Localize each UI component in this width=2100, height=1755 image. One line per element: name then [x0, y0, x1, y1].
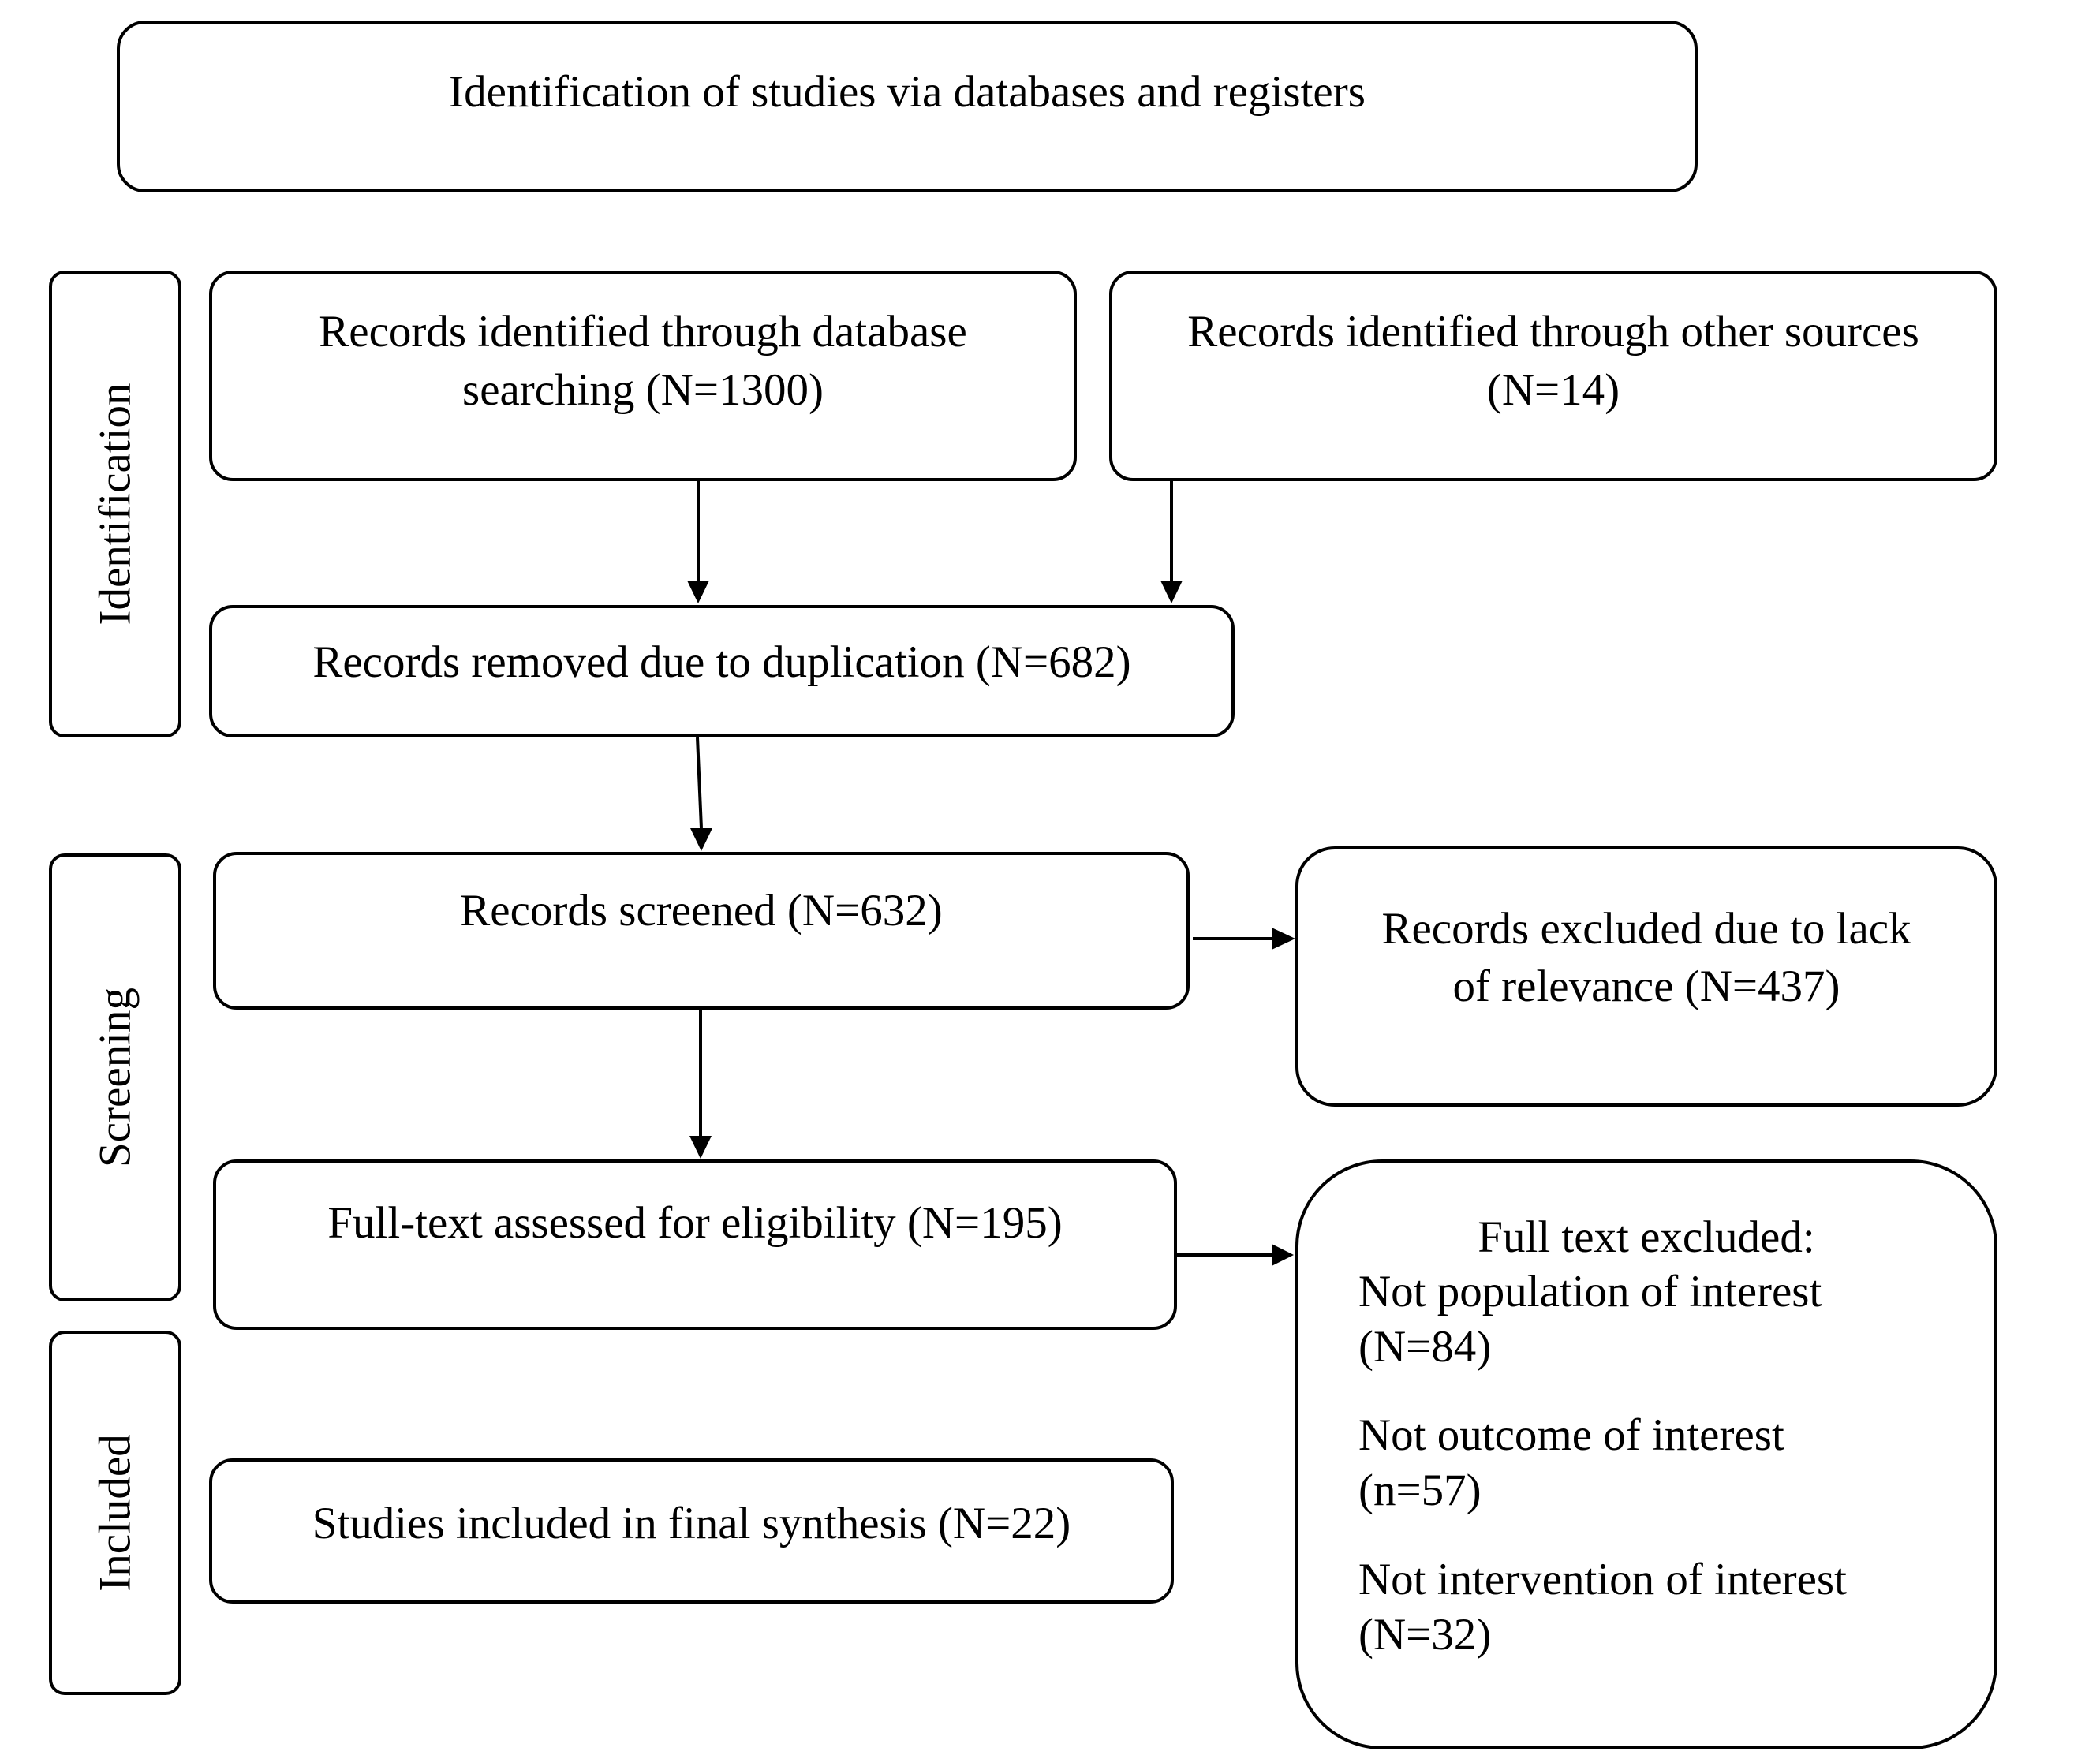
included-final-box: Studies included in final synthesis (N=2…: [209, 1458, 1174, 1604]
arrowhead-fulltext: [689, 1136, 712, 1159]
reason-outcome-line1: Not outcome of interest: [1358, 1410, 1784, 1460]
other-records-line2: (N=14): [1486, 365, 1620, 415]
included-final-text: Studies included in final synthesis (N=2…: [312, 1499, 1071, 1548]
screened-box: Records screened (N=632): [213, 852, 1190, 1010]
stage-included: Included: [49, 1331, 181, 1695]
other-records-box: Records identified through other sources…: [1109, 271, 1997, 481]
excluded-relevance-line1: Records excluded due to lack: [1381, 904, 1911, 954]
database-records-box: Records identified through database sear…: [209, 271, 1077, 481]
other-records-line1: Records identified through other sources: [1187, 307, 1919, 357]
excluded-relevance-box: Records excluded due to lack of relevanc…: [1295, 846, 1997, 1107]
screened-text: Records screened (N=632): [460, 886, 943, 935]
full-text-excluded-heading: Full text excluded:: [1478, 1212, 1815, 1262]
duplicates-removed-text: Records removed due to duplication (N=68…: [312, 637, 1131, 687]
arrowhead-other: [1160, 581, 1183, 603]
duplicates-removed-box: Records removed due to duplication (N=68…: [209, 605, 1235, 737]
stage-screening: Screening: [49, 853, 181, 1301]
header-box: Identification of studies via databases …: [117, 21, 1698, 192]
header-title: Identification of studies via databases …: [449, 67, 1366, 117]
reason-intervention-line1: Not intervention of interest: [1358, 1555, 1847, 1604]
database-records-line1: Records identified through database: [319, 307, 967, 357]
arrow-duplicates-to-screened: [696, 737, 703, 829]
arrowhead-database: [687, 581, 709, 603]
reason-intervention-line2: (N=32): [1358, 1610, 1492, 1660]
arrowhead-screened: [690, 828, 712, 851]
reason-outcome-line2: (n=57): [1358, 1466, 1482, 1515]
arrowhead-fulltext-excluded: [1272, 1244, 1294, 1266]
full-text-assessed-text: Full-text assessed for eligibility (N=19…: [327, 1198, 1063, 1248]
stage-identification: Identification: [49, 271, 181, 737]
full-text-assessed-box: Full-text assessed for eligibility (N=19…: [213, 1159, 1177, 1330]
reason-population-line2: (N=84): [1358, 1322, 1492, 1372]
reason-population-line1: Not population of interest: [1358, 1267, 1822, 1316]
full-text-excluded-box: Full text excluded: Not population of in…: [1295, 1159, 1997, 1749]
database-records-line2: searching (N=1300): [462, 365, 824, 415]
excluded-relevance-line2: of relevance (N=437): [1452, 962, 1840, 1011]
arrowhead-excluded: [1272, 928, 1295, 950]
